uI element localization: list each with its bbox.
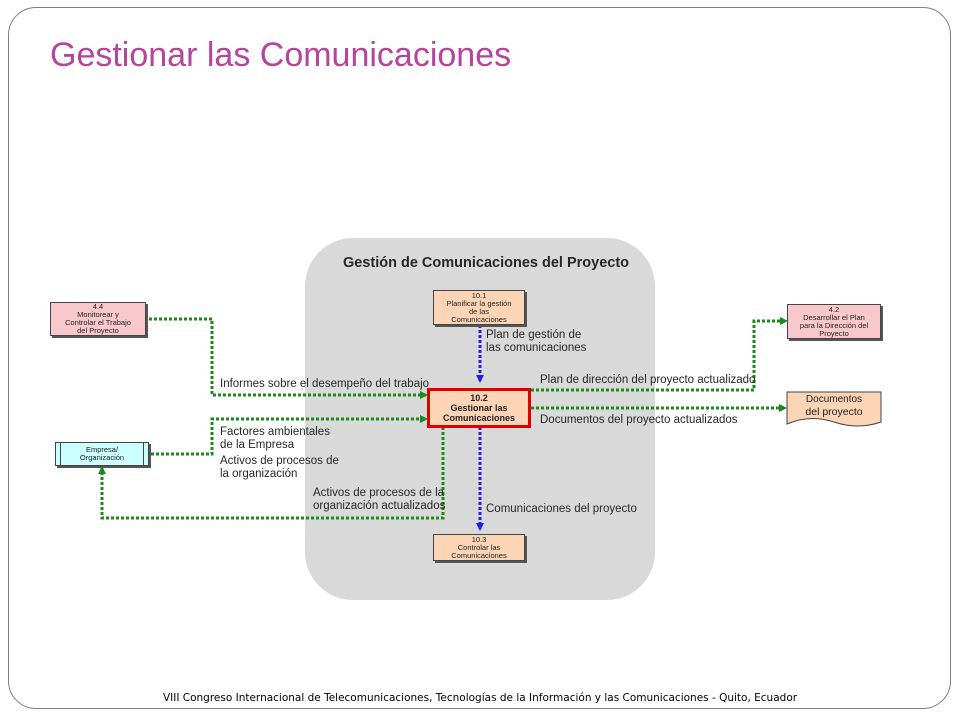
node-desarrollar-plan: 4.2 Desarrollar el Plan para la Direcció… (787, 304, 881, 339)
label-plan-direccion: Plan de dirección del proyecto actualiza… (540, 374, 756, 386)
node-monitorear-number: 4.4 (92, 302, 104, 311)
node-controlar: 10.3 Controlar las Comunicaciones (433, 534, 525, 561)
node-empresa-left-bar (60, 443, 61, 465)
arrow-activos-actualizados (98, 427, 445, 520)
node-documentos-line2: del proyecto (805, 406, 863, 418)
node-empresa-organizacion: Empresa/ Organización (55, 442, 149, 466)
node-planificar: 10.1 Planificar la gestión de las Comuni… (433, 290, 525, 325)
arrow-plan-direccion (531, 317, 788, 392)
label-plan-gestion-line1: Plan de gestión de (486, 329, 582, 341)
node-gestionar: 10.2 Gestionar las Comunicaciones (427, 388, 531, 428)
slide-footer: VIII Congreso Internacional de Telecomun… (162, 692, 798, 704)
node-planificar-number: 10.1 (471, 290, 487, 300)
node-monitorear-line3: del Proyecto (77, 326, 119, 335)
node-documentos-proyecto: Documentos del proyecto (787, 392, 881, 420)
node-controlar-line1: Controlar las (457, 542, 501, 552)
label-plan-gestion: Plan de gestión de las comunicaciones (486, 329, 586, 355)
node-empresa-right-bar (143, 443, 144, 465)
label-activos-actualizados: Activos de procesos de la organización a… (313, 487, 445, 513)
node-planificar-line2: de las (468, 306, 489, 316)
label-comunicaciones: Comunicaciones del proyecto (486, 503, 637, 515)
label-factores-line1: Factores ambientales (220, 426, 330, 438)
label-plan-gestion-line2: las comunicaciones (486, 342, 587, 354)
node-empresa-line2: Organización (79, 453, 125, 462)
node-desarrollar-number: 4.2 (828, 304, 840, 314)
node-gestionar-line1: Gestionar las (450, 403, 508, 413)
label-factores: Factores ambientales de la Empresa (220, 426, 330, 452)
node-desarrollar-line3: Proyecto (819, 328, 849, 338)
node-gestionar-number: 10.2 (470, 393, 488, 403)
node-planificar-line1: Planificar la gestión (446, 298, 512, 308)
node-planificar-line3: Comunicaciones (451, 314, 507, 324)
label-factores-line2: de la Empresa (220, 439, 295, 451)
node-desarrollar-line2: para la Dirección del (799, 320, 869, 330)
region-title: Gestión de Comunicaciones del Proyecto (342, 255, 630, 271)
label-activos-line2: la organización (220, 468, 298, 480)
node-monitorear-controlar: 4.4 Monitorear y Controlar el Trabajo de… (50, 302, 146, 336)
node-controlar-number: 10.3 (471, 534, 487, 544)
label-documentos-actualizados: Documentos del proyecto actualizados (540, 414, 738, 426)
label-activos-line1: Activos de procesos de (220, 455, 339, 467)
node-documentos-line1: Documentos (805, 394, 863, 405)
arrow-informes (149, 317, 428, 399)
label-activos: Activos de procesos de la organización (220, 455, 339, 481)
slide-title: Gestionar las Comunicaciones (50, 36, 512, 74)
node-monitorear-line2: Controlar el Trabajo (65, 318, 131, 327)
node-empresa-line1: Empresa/ (85, 445, 119, 454)
label-activos-actualizados-line2: organización actualizados (313, 500, 446, 512)
node-monitorear-line1: Monitorear y (77, 310, 119, 319)
label-informes: Informes sobre el desempeño del trabajo (220, 378, 430, 390)
arrow-factores (151, 415, 428, 456)
node-desarrollar-line1: Desarrollar el Plan (803, 312, 865, 322)
node-gestionar-line2: Comunicaciones (442, 413, 516, 423)
label-activos-actualizados-line1: Activos de procesos de la (313, 487, 445, 499)
node-controlar-line2: Comunicaciones (451, 550, 507, 560)
